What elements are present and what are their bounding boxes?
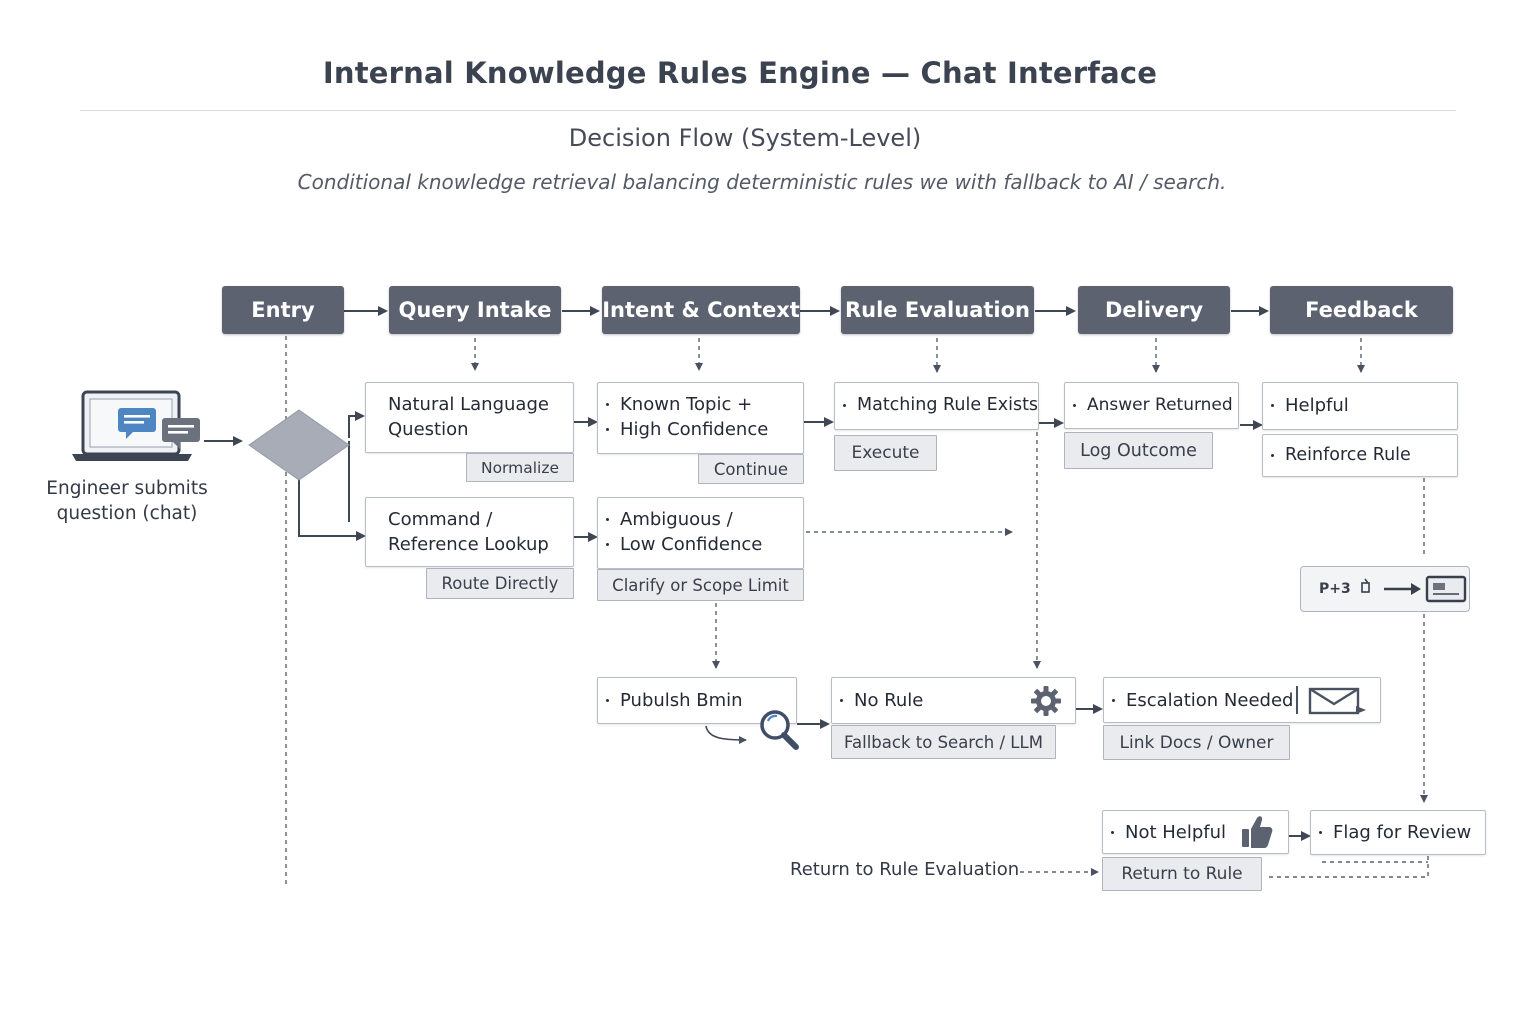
- flag-for-review-node: Flag for Review: [1310, 810, 1486, 855]
- entry-label-line1: Engineer submits: [46, 478, 208, 499]
- feedback-widget-text: P+3: [1319, 581, 1351, 597]
- stage-query-intake: Query Intake: [389, 286, 561, 334]
- envelope-icon: [1296, 686, 1366, 715]
- feedback-widget-icon: [1360, 575, 1466, 603]
- known-topic-line1: Known Topic +: [606, 392, 793, 417]
- known-topic-line2: High Confidence: [606, 417, 793, 442]
- return-to-rule-tag: Return to Rule: [1102, 857, 1262, 891]
- normalize-tag: Normalize: [466, 453, 574, 482]
- fallback-search-llm-tag: Fallback to Search / LLM: [831, 725, 1056, 759]
- ambiguous-node: Ambiguous / Low Confidence: [597, 497, 804, 569]
- natural-language-line2: Question: [388, 419, 469, 440]
- diagram-caption: Conditional knowledge retrieval balancin…: [297, 170, 1227, 194]
- magnifier-icon: [760, 710, 799, 750]
- feedback-widget: P+3: [1300, 566, 1470, 612]
- matching-rule-label: Matching Rule Exists: [843, 393, 1038, 418]
- helpful-node: Helpful: [1262, 382, 1458, 430]
- natural-language-question-node: Natural Language Question: [365, 382, 574, 453]
- diagram-subtitle: Decision Flow (System-Level): [568, 124, 922, 152]
- thumbs-up-icon: [1242, 816, 1273, 848]
- ambiguous-line2: Low Confidence: [606, 532, 793, 557]
- escalation-label: Escalation Needed: [1112, 688, 1370, 713]
- entry-label-line2: question (chat): [56, 503, 198, 524]
- matching-rule-node: Matching Rule Exists: [834, 382, 1039, 430]
- stage-entry: Entry: [222, 286, 344, 334]
- flag-for-review-label: Flag for Review: [1319, 820, 1475, 845]
- execute-tag: Execute: [834, 435, 937, 471]
- helpful-label: Helpful: [1271, 393, 1447, 418]
- stage-delivery: Delivery: [1078, 286, 1230, 334]
- stage-feedback: Feedback: [1270, 286, 1453, 334]
- log-outcome-tag: Log Outcome: [1064, 432, 1213, 469]
- reinforce-rule-node: Reinforce Rule: [1262, 434, 1458, 477]
- natural-language-line1: Natural Language: [388, 394, 549, 415]
- clarify-scope-limit-tag: Clarify or Scope Limit: [597, 569, 804, 601]
- decision-diamond: [248, 409, 350, 481]
- command-lookup-line1: Command /: [388, 509, 493, 530]
- known-topic-node: Known Topic + High Confidence: [597, 382, 804, 454]
- reinforce-rule-label: Reinforce Rule: [1271, 443, 1447, 468]
- command-reference-lookup-node: Command / Reference Lookup: [365, 497, 574, 567]
- ambiguous-line1: Ambiguous /: [606, 507, 793, 532]
- laptop-chat-icon: [72, 390, 200, 461]
- link-docs-owner-tag: Link Docs / Owner: [1103, 725, 1290, 760]
- gear-icon: [1031, 686, 1061, 716]
- title-divider: [80, 110, 1456, 111]
- entry-label: Engineer submits question (chat): [40, 476, 214, 526]
- no-rule-label: No Rule: [840, 688, 1065, 713]
- continue-tag: Continue: [698, 454, 804, 484]
- command-lookup-line2: Reference Lookup: [388, 534, 549, 555]
- publish-label: Pubulsh Bmin: [606, 688, 786, 713]
- answer-returned-node: Answer Returned: [1064, 382, 1239, 429]
- route-directly-tag: Route Directly: [426, 568, 574, 599]
- return-to-rule-evaluation-label: Return to Rule Evaluation: [790, 859, 1020, 880]
- not-helpful-label: Not Helpful: [1111, 820, 1278, 845]
- page-title: Internal Knowledge Rules Engine — Chat I…: [322, 56, 1158, 90]
- stage-rule-evaluation: Rule Evaluation: [841, 286, 1034, 334]
- stage-intent-context: Intent & Context: [602, 286, 800, 334]
- answer-returned-label: Answer Returned: [1073, 393, 1233, 418]
